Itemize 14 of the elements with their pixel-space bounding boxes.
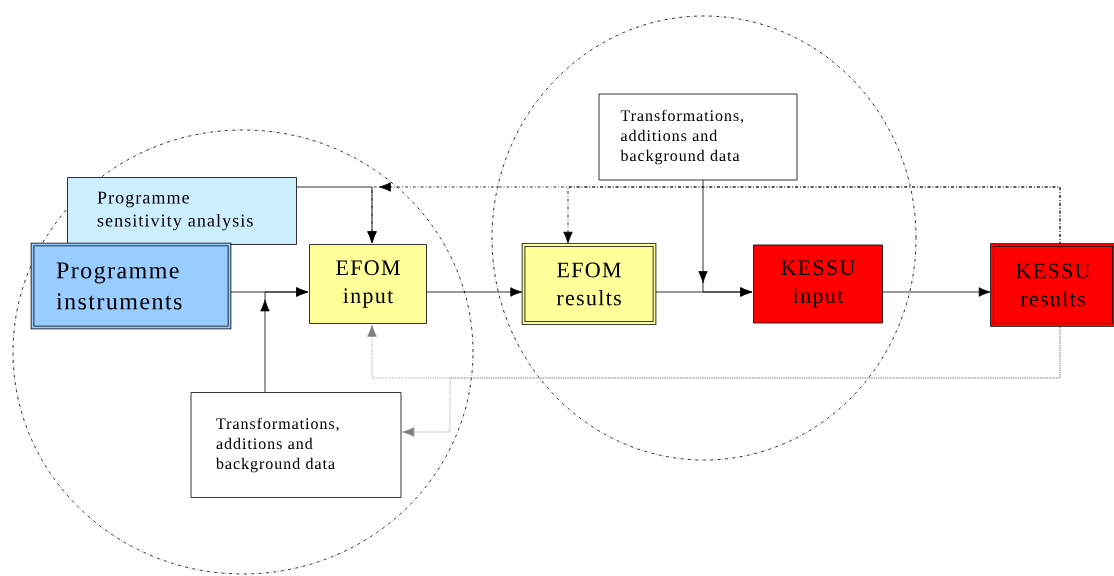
analysis-box: Programme sensitivity analysis <box>67 177 297 245</box>
arrow <box>402 324 1061 437</box>
input-box: KESSU input <box>753 244 883 324</box>
arrow <box>426 287 523 297</box>
input-box: EFOM input <box>309 244 427 324</box>
arrow <box>563 186 1061 246</box>
arrow <box>882 287 991 297</box>
instruments-box: Programme instruments <box>30 242 232 330</box>
data-box: Transformations, additions and background data <box>598 93 798 181</box>
results-box: EFOM results <box>521 243 657 325</box>
data-box: Transformations, additions and background data <box>190 392 402 498</box>
arrow <box>260 287 309 393</box>
results-box: KESSU results <box>990 243 1114 327</box>
arrow <box>698 179 753 297</box>
